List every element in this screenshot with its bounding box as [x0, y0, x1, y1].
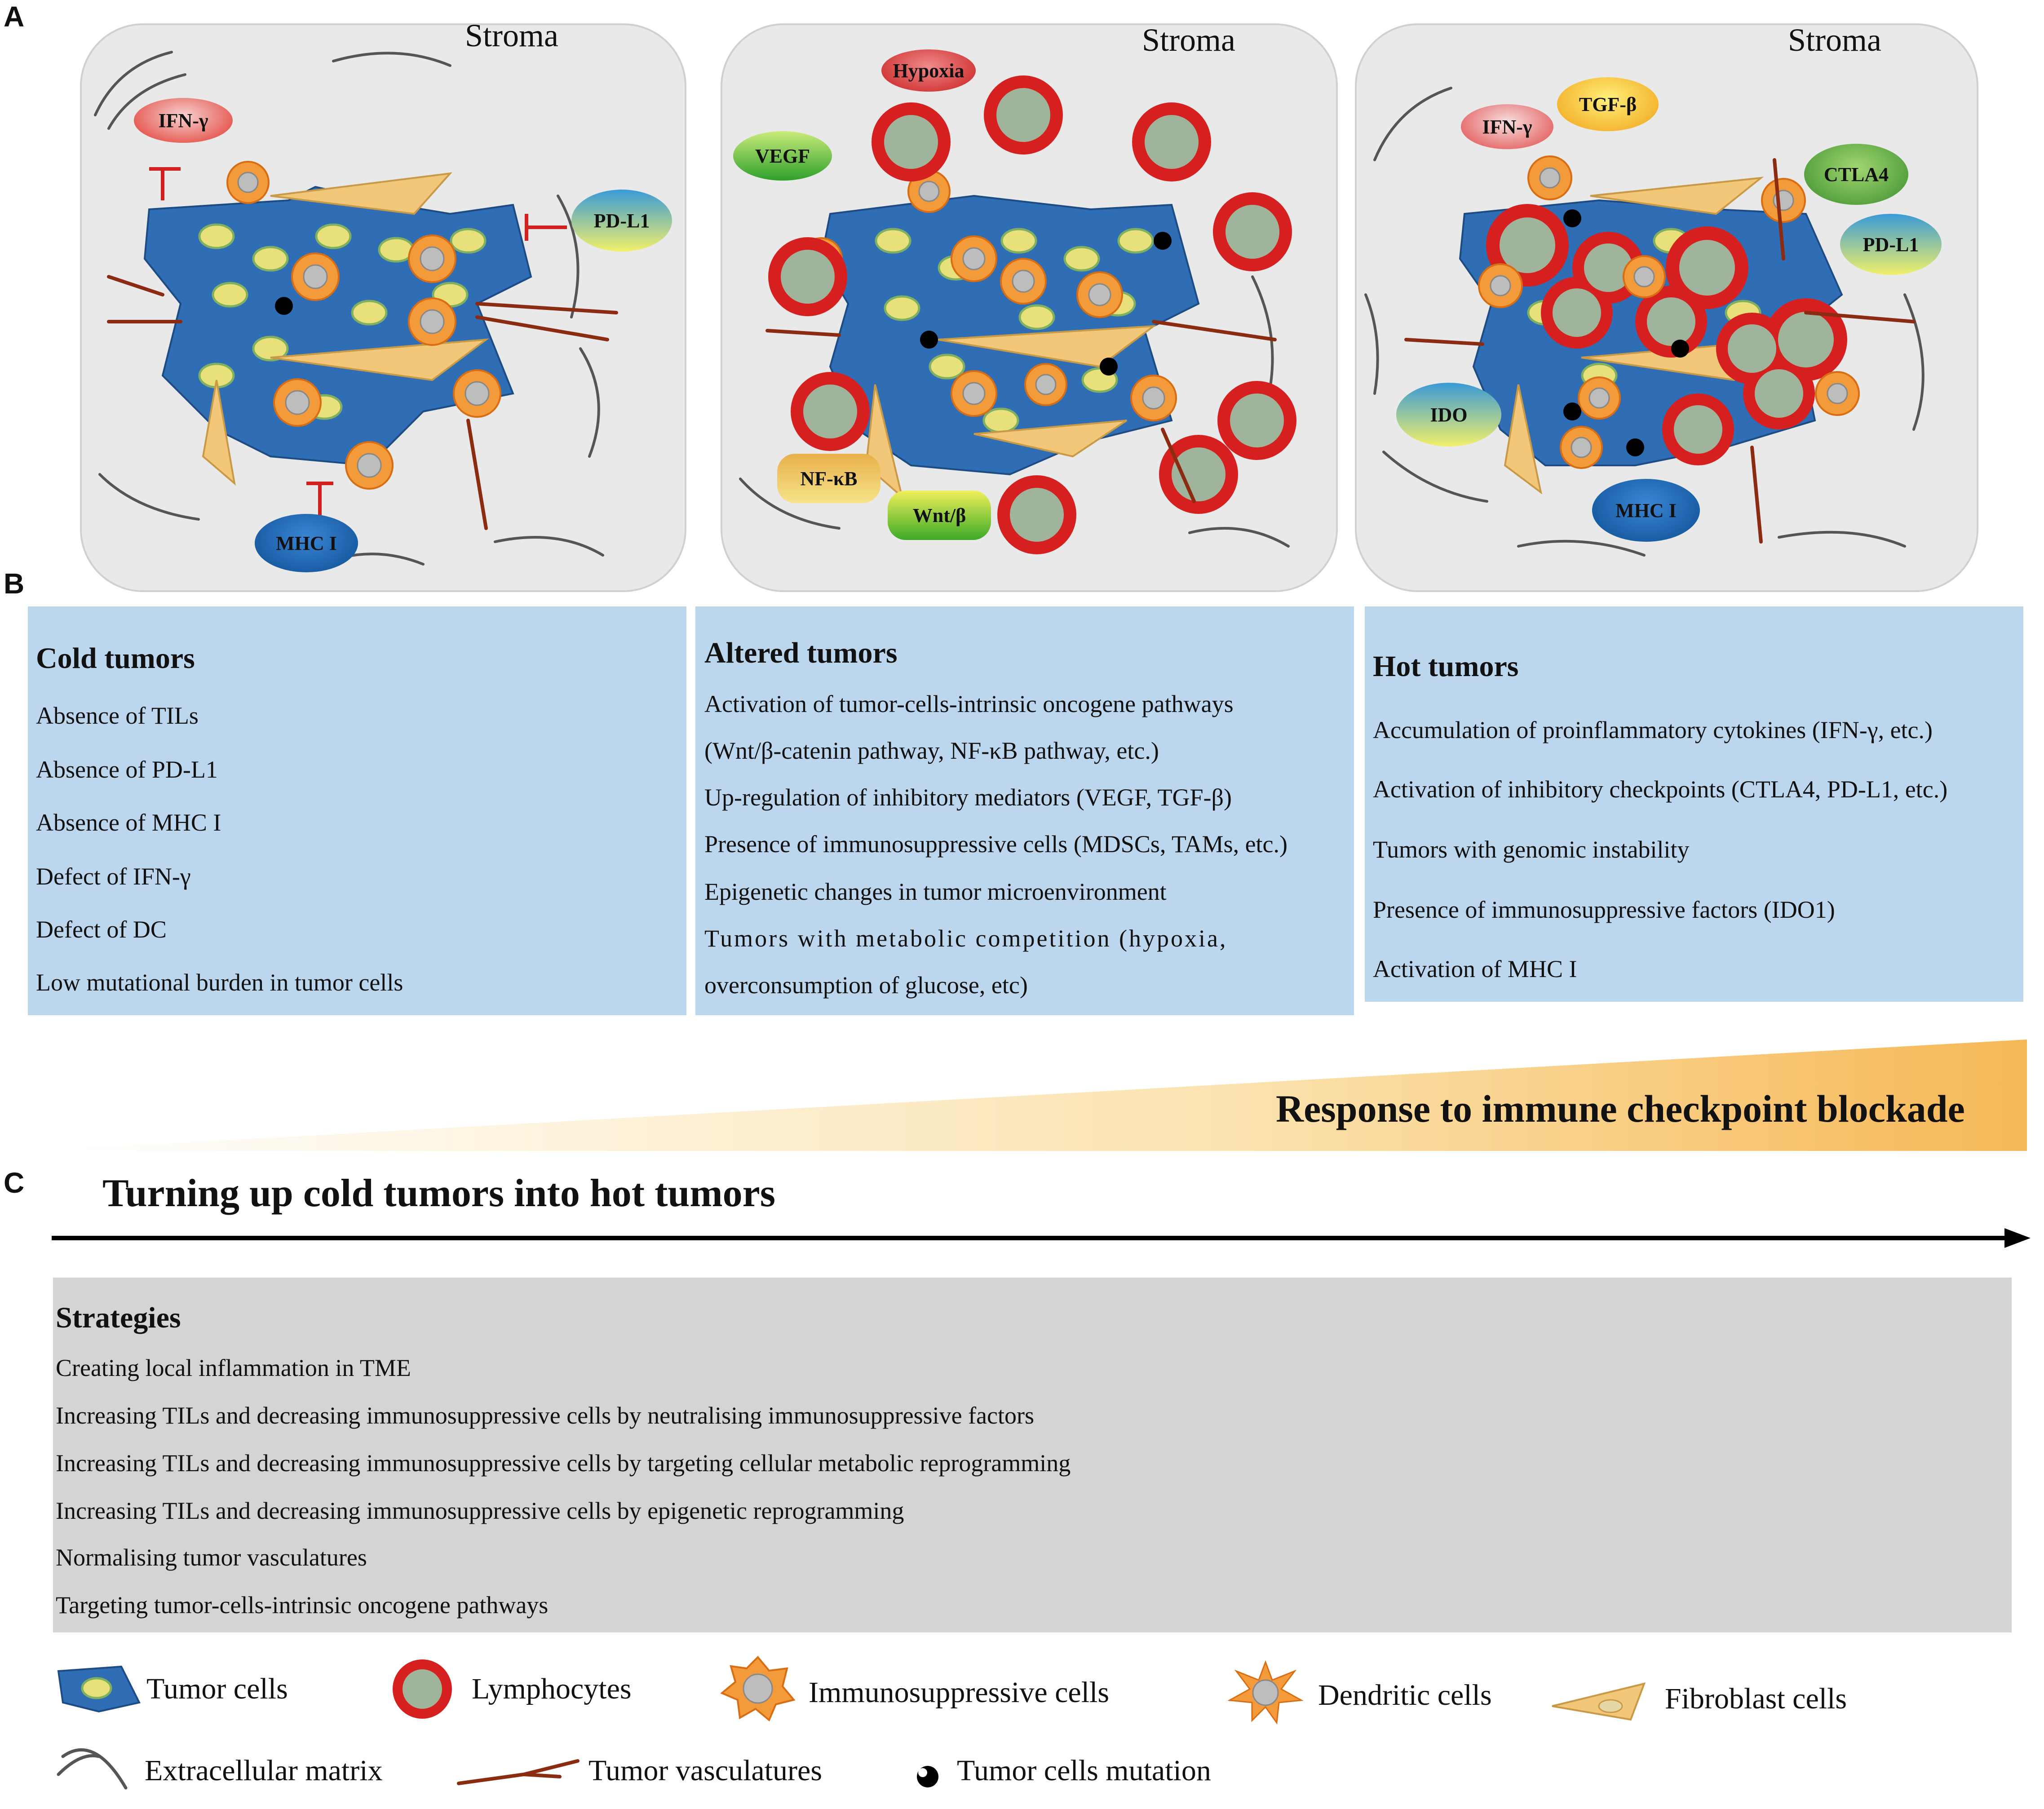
hot-item: Presence of immunosuppressive factors (I…: [1373, 896, 1835, 923]
extracellular-matrix-icon: [57, 1748, 128, 1790]
altered-item: Up-regulation of inhibitory mediators (V…: [704, 784, 1232, 811]
altered-item: Epigenetic changes in tumor microenviron…: [704, 878, 1167, 905]
strategy-item: Increasing TILs and decreasing immunosup…: [56, 1402, 1034, 1429]
strategies-title: Strategies: [56, 1301, 181, 1334]
legend-extracellular-matrix: Extracellular matrix: [145, 1754, 383, 1787]
turning-label: Turning up cold tumors into hot tumors: [102, 1172, 775, 1215]
hot-mhc-marker: MHC I: [1592, 479, 1700, 542]
immunosuppressive-cells-icon: [720, 1656, 796, 1722]
hot-ido-marker: IDO: [1396, 383, 1501, 447]
hot-pdl1-marker: PD-L1: [1840, 214, 1942, 275]
response-label: Response to immune checkpoint blockade: [1276, 1087, 1965, 1130]
legend-tumor-vasculatures: Tumor vasculatures: [588, 1754, 823, 1787]
strategy-item: Increasing TILs and decreasing immunosup…: [56, 1497, 904, 1524]
hot-stroma-label: Stroma: [1788, 22, 1881, 58]
legend-tumor-cells-mutation: Tumor cells mutation: [957, 1754, 1211, 1787]
cold-tme-illustration: [94, 51, 618, 566]
altered-tme-illustration: [739, 75, 1296, 554]
altered-tumors-title: Altered tumors: [704, 637, 898, 669]
strategy-item: Targeting tumor-cells-intrinsic oncogene…: [56, 1592, 549, 1619]
hot-tme-illustration: [1364, 87, 1925, 557]
altered-item: Presence of immunosuppressive cells (MDS…: [704, 831, 1288, 858]
progress-arrow: [52, 1228, 2031, 1248]
cold-item: Absence of TILs: [36, 702, 199, 729]
cold-item: Defect of IFN-γ: [36, 863, 191, 890]
hot-ifn-gamma-marker: IFN-γ: [1461, 104, 1553, 149]
response-wedge: [36, 1039, 2027, 1151]
cold-stroma-label: Stroma: [465, 18, 558, 53]
strategy-item: Increasing TILs and decreasing immunosup…: [56, 1450, 1071, 1477]
cold-item: Absence of MHC I: [36, 809, 221, 836]
legend-fibroblast-cells: Fibroblast cells: [1665, 1682, 1847, 1715]
hot-ctla4-marker: CTLA4: [1804, 144, 1908, 205]
cold-item: Low mutational burden in tumor cells: [36, 969, 403, 996]
legend-immunosuppressive-cells: Immunosuppressive cells: [809, 1676, 1110, 1709]
strategies-box: [53, 1278, 2012, 1632]
cold-ifn-gamma-marker: IFN-γ: [134, 98, 233, 143]
tumor-cells-icon: [57, 1665, 141, 1713]
tumor-cells-mutation-icon: [917, 1766, 938, 1787]
hot-item: Tumors with genomic instability: [1373, 836, 1690, 863]
hot-item: Activation of MHC I: [1373, 955, 1577, 982]
strategy-item: Normalising tumor vasculatures: [56, 1544, 367, 1571]
tumor-vasculatures-icon: [457, 1759, 580, 1785]
altered-item: Tumors with metabolic competition (hypox…: [704, 925, 1228, 952]
fibroblast-cells-icon: [1552, 1682, 1646, 1721]
hot-tumors-title: Hot tumors: [1373, 650, 1519, 683]
legend-dendritic-cells: Dendritic cells: [1318, 1679, 1492, 1712]
cold-tumors-box: [28, 606, 686, 1015]
altered-tumors-box: [695, 606, 1354, 1015]
cold-item: Defect of DC: [36, 916, 167, 943]
dendritic-cells-icon: [1227, 1660, 1304, 1725]
altered-item: (Wnt/β-catenin pathway, NF-κB pathway, e…: [704, 737, 1159, 764]
panel-a-letter: A: [4, 0, 25, 33]
cold-tumors-title: Cold tumors: [36, 642, 195, 675]
panel-b-letter: B: [4, 567, 25, 600]
hot-item: Accumulation of proinflammatory cytokine…: [1373, 717, 1933, 743]
panel-c-letter: C: [4, 1167, 25, 1199]
hot-item: Activation of inhibitory checkpoints (CT…: [1373, 776, 1948, 803]
altered-item: overconsumption of glucose, etc): [704, 972, 1028, 999]
altered-hypoxia-marker: Hypoxia: [881, 49, 976, 92]
legend-lymphocytes: Lymphocytes: [472, 1672, 632, 1705]
hot-tgf-beta-marker: TGF-β: [1557, 77, 1659, 131]
altered-stroma-label: Stroma: [1142, 22, 1235, 58]
cold-mhc-marker: MHC I: [255, 514, 358, 572]
strategy-item: Creating local inflammation in TME: [56, 1354, 411, 1381]
altered-stroma-panel: [721, 23, 1338, 592]
hot-tumors-box: [1365, 606, 2023, 1002]
altered-nfkb-marker: NF-κB: [777, 454, 880, 503]
cold-pdl1-marker: PD-L1: [571, 190, 672, 252]
legend-tumor-cells: Tumor cells: [146, 1672, 288, 1705]
cold-stroma-panel: [80, 23, 686, 592]
altered-item: Activation of tumor-cells-intrinsic onco…: [704, 690, 1234, 717]
altered-wnt-marker: Wnt/β: [888, 491, 991, 540]
lymphocytes-icon: [393, 1659, 452, 1719]
altered-vegf-marker: VEGF: [733, 131, 832, 181]
cold-item: Absence of PD-L1: [36, 756, 218, 783]
